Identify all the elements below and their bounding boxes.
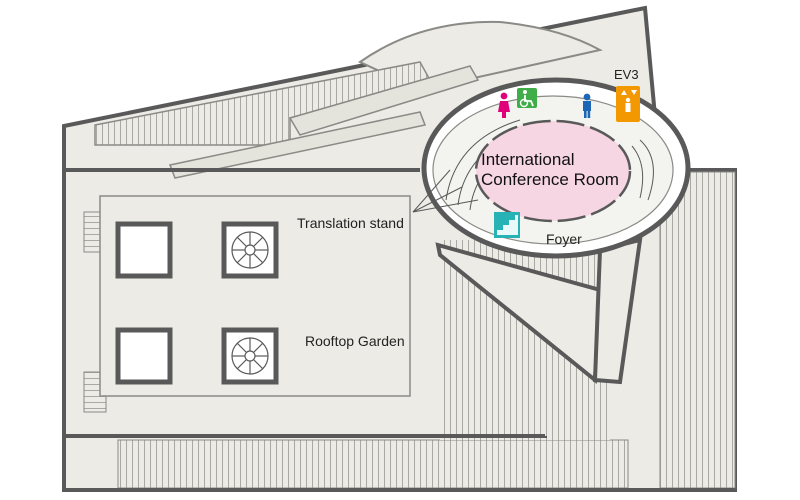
elevator-label: EV3: [614, 67, 639, 82]
stairs-icon: [494, 212, 520, 238]
foyer-label: Foyer: [546, 231, 582, 247]
pillar: [115, 327, 173, 385]
right-terrace: [659, 171, 736, 489]
upper-ramp: [288, 65, 480, 136]
spiral-stair: [231, 231, 269, 375]
conference-room-label: International Conference Room: [481, 150, 619, 189]
womens-restroom-icon: [498, 92, 510, 118]
translation-stand-label: Translation stand: [297, 215, 404, 231]
pillar: [115, 221, 173, 279]
rooftop-garden-label: Rooftop Garden: [305, 333, 405, 349]
elevator-icon: [616, 86, 640, 122]
mens-restroom-icon: [583, 93, 591, 118]
translation-stand-pointers: [412, 169, 479, 213]
bottom-terrace: [117, 439, 629, 489]
conference-room-area: [474, 119, 632, 223]
accessible-restroom-icon: [517, 88, 537, 108]
upper-ramp-2: [168, 111, 427, 179]
